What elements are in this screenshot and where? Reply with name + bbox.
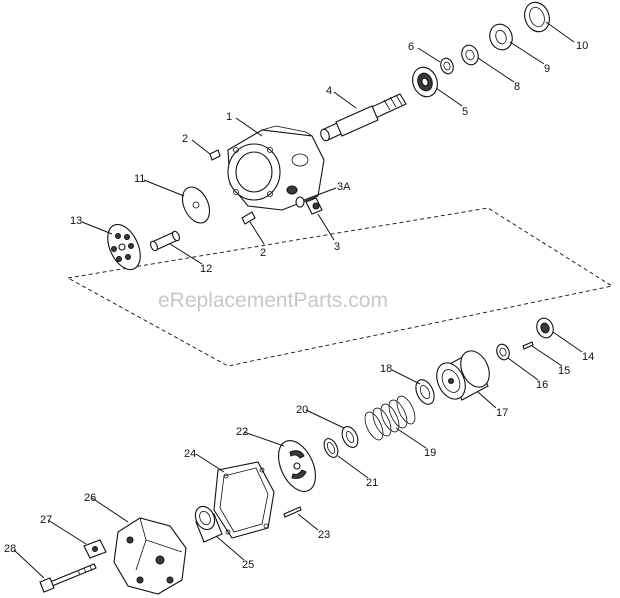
part-26-end-cover xyxy=(113,517,187,595)
part-14-nut xyxy=(536,317,554,339)
callout-27: 27 xyxy=(40,514,52,526)
part-3-plug xyxy=(305,197,323,215)
assembly-boundary xyxy=(66,207,614,367)
part-19-spring xyxy=(364,395,416,441)
leader-lines xyxy=(13,21,583,579)
callout-1: 1 xyxy=(226,111,232,123)
callout-9: 9 xyxy=(544,63,550,75)
callout-18: 18 xyxy=(380,363,392,375)
callout-13: 13 xyxy=(70,215,82,227)
callout-11: 11 xyxy=(134,173,145,185)
part-20-washer xyxy=(341,426,359,448)
callout-21: 21 xyxy=(366,477,378,489)
part-21-ring xyxy=(323,438,339,458)
watermark: eReplacementParts.com xyxy=(158,289,388,312)
part-10-seal-ring xyxy=(524,1,550,33)
callout-labels: 1 2 2 3 3A 4 5 6 8 9 10 11 12 13 14 15 1… xyxy=(4,40,594,571)
callout-3: 3 xyxy=(334,241,340,253)
callout-5: 5 xyxy=(462,106,468,118)
part-1-pump-housing xyxy=(227,125,325,211)
callout-2-lower: 2 xyxy=(260,247,266,259)
part-23-pin xyxy=(283,506,302,518)
callout-26: 26 xyxy=(84,492,96,504)
callout-4: 4 xyxy=(326,85,332,97)
callout-19: 19 xyxy=(424,447,436,459)
part-15-key xyxy=(522,341,534,350)
part-2-dowel-pin-upper xyxy=(209,149,221,161)
callout-28: 28 xyxy=(4,543,16,555)
part-5-bearing xyxy=(412,66,438,98)
callout-23: 23 xyxy=(318,529,330,541)
callout-22: 22 xyxy=(236,426,248,438)
part-17-cylinder-block xyxy=(436,350,490,401)
part-9-seal xyxy=(489,23,513,51)
part-28-bolt xyxy=(39,563,97,593)
part-24-gasket xyxy=(213,461,275,539)
callout-6: 6 xyxy=(408,41,414,53)
part-22-valve-plate xyxy=(277,440,317,492)
callout-14: 14 xyxy=(582,351,594,363)
part-25-needle-bearing xyxy=(194,505,223,543)
callout-3a: 3A xyxy=(337,181,351,193)
part-27-bracket xyxy=(83,539,107,559)
part-6-snap-ring xyxy=(440,57,454,75)
callout-10: 10 xyxy=(576,40,588,52)
callout-20: 20 xyxy=(296,404,308,416)
callout-17: 17 xyxy=(496,407,508,419)
callout-2-upper: 2 xyxy=(182,133,188,145)
part-16-bushing xyxy=(496,343,510,361)
part-18-washer xyxy=(415,379,435,405)
part-11-thrust-washer xyxy=(181,186,211,224)
part-3a-o-ring xyxy=(295,196,305,208)
callout-12: 12 xyxy=(200,263,212,275)
part-2-dowel-pin-lower xyxy=(241,211,256,225)
part-13-plate xyxy=(107,223,141,271)
callout-16: 16 xyxy=(536,379,548,391)
part-4-shaft xyxy=(320,93,407,142)
callout-8: 8 xyxy=(514,81,520,93)
callout-24: 24 xyxy=(184,448,196,460)
callout-25: 25 xyxy=(242,559,254,571)
part-12-pin xyxy=(150,230,180,252)
part-8-washer xyxy=(461,44,479,66)
callout-15: 15 xyxy=(558,365,570,377)
